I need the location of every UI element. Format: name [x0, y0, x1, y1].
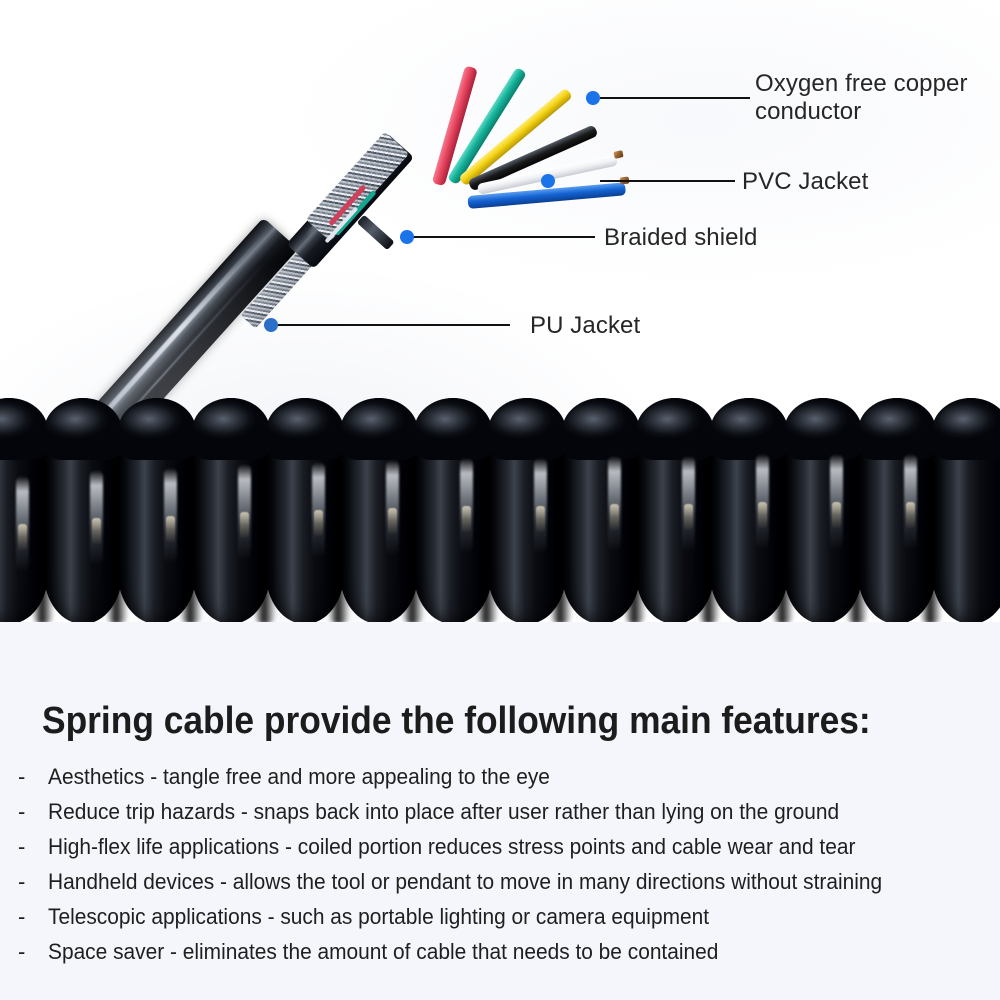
leader-line-pvc-jacket	[600, 180, 735, 182]
coil-top-cap	[858, 398, 936, 460]
coil-top-cap	[562, 398, 640, 460]
coil-gap-shadow	[106, 434, 128, 622]
coil-top-cap	[118, 398, 196, 460]
feature-text: Handheld devices - allows the tool or pe…	[48, 869, 883, 894]
feature-text: Aesthetics - tangle free and more appeal…	[48, 764, 550, 789]
bullet-dash: -	[18, 799, 26, 824]
coil-top-cap	[932, 398, 1000, 460]
feature-text: High-flex life applications - coiled por…	[48, 834, 856, 859]
feature-item: - Aesthetics - tangle free and more appe…	[18, 764, 988, 799]
coil-speckle	[92, 518, 101, 544]
feature-text: Reduce trip hazards - snaps back into pl…	[48, 799, 840, 824]
features-list: - Aesthetics - tangle free and more appe…	[18, 764, 988, 974]
jacket-cut-end	[356, 214, 395, 251]
leader-dot-braided-shield	[400, 230, 414, 244]
coil-gap-shadow	[698, 434, 720, 622]
features-panel: Spring cable provide the following main …	[0, 622, 1000, 1000]
leader-dot-pu-jacket	[264, 318, 278, 332]
cable-photo-panel: Oxygen free copper conductor PVC Jacket …	[0, 0, 1000, 622]
coil-gap-shadow	[772, 434, 794, 622]
coiled-cable-section	[0, 398, 1000, 622]
coil-top-cap	[784, 398, 862, 460]
callout-label-pu-jacket: PU Jacket	[530, 312, 641, 339]
feature-text: Space saver - eliminates the amount of c…	[48, 939, 719, 964]
coil-speckle	[462, 506, 471, 532]
leader-line-oxygen-free-copper-conductor	[600, 97, 750, 99]
coil-gap-shadow	[32, 434, 54, 622]
coil-speckle	[314, 510, 323, 536]
braided-shield-mesh	[305, 131, 410, 242]
coil-gap-shadow	[402, 434, 424, 622]
coil-gap-shadow	[920, 434, 942, 622]
coil-top-cap	[636, 398, 714, 460]
white-conductor-copper-tip	[613, 150, 624, 159]
bullet-dash: -	[18, 834, 26, 859]
coil-top-cap	[0, 398, 48, 460]
feature-text: Telescopic applications - such as portab…	[48, 904, 710, 929]
coil-top-cap	[710, 398, 788, 460]
coil-top-cap	[44, 398, 122, 460]
bullet-dash: -	[18, 869, 26, 894]
coil-gap-shadow	[180, 434, 202, 622]
coil-speckle	[166, 516, 175, 542]
coil-gap-shadow	[550, 434, 572, 622]
coil-gap-shadow	[476, 434, 498, 622]
coil-top-cap	[192, 398, 270, 460]
leader-dot-pvc-jacket	[541, 174, 555, 188]
coil-speckle	[832, 502, 841, 528]
coil-gap-shadow	[624, 434, 646, 622]
callout-label-braided-shield: Braided shield	[604, 224, 758, 251]
feature-item: - Telescopic applications - such as port…	[18, 904, 988, 939]
coil-top-cap	[340, 398, 418, 460]
coil-speckle	[610, 504, 619, 530]
coil-speckle	[536, 506, 545, 532]
coil-gap-shadow	[328, 434, 350, 622]
bullet-dash: -	[18, 939, 26, 964]
leader-line-pu-jacket	[278, 324, 510, 326]
feature-item: - Handheld devices - allows the tool or …	[18, 869, 988, 904]
coil-top-cap	[488, 398, 566, 460]
coil-speckle	[240, 512, 249, 538]
feature-item: - High-flex life applications - coiled p…	[18, 834, 988, 869]
coil-gap-shadow	[846, 434, 868, 622]
coil-top-cap	[414, 398, 492, 460]
features-title: Spring cable provide the following main …	[42, 700, 871, 742]
callout-label-oxygen-free-copper-conductor: Oxygen free copper conductor	[755, 70, 968, 126]
feature-item: - Space saver - eliminates the amount of…	[18, 939, 988, 974]
bullet-dash: -	[18, 904, 26, 929]
coil-speckle	[906, 502, 915, 528]
coil-speckle	[388, 508, 397, 534]
coil-speckle	[18, 524, 27, 550]
feature-item: - Reduce trip hazards - snaps back into …	[18, 799, 988, 834]
coil-gap-shadow	[254, 434, 276, 622]
leader-line-braided-shield	[412, 236, 595, 238]
callout-label-pvc-jacket: PVC Jacket	[742, 168, 869, 195]
bullet-dash: -	[18, 764, 26, 789]
leader-dot-oxygen-free-copper-conductor	[586, 91, 600, 105]
coil-speckle	[684, 504, 693, 530]
coil-top-cap	[266, 398, 344, 460]
coil-speckle	[758, 502, 767, 528]
